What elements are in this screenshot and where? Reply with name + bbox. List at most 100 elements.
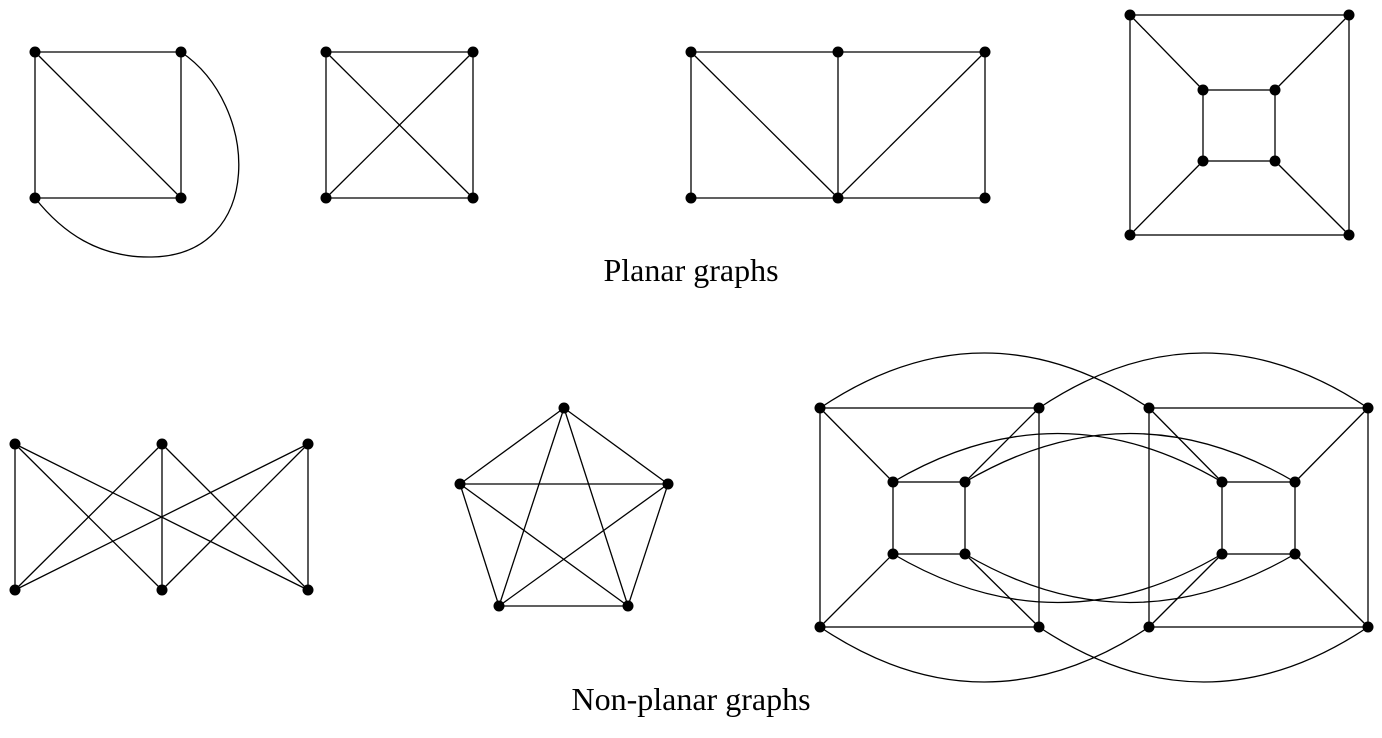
connecting-arc: [819, 352, 1150, 409]
planar-two-triangles-strip: [685, 46, 991, 204]
vertex: [1216, 476, 1228, 488]
vertex: [1033, 402, 1045, 414]
edge: [34, 51, 182, 199]
vertex: [302, 584, 314, 596]
vertex: [454, 478, 466, 490]
edge: [964, 407, 1040, 483]
edge: [161, 443, 309, 591]
vertex: [1124, 229, 1136, 241]
vertex: [29, 46, 41, 58]
edge: [627, 483, 669, 607]
vertex: [1124, 9, 1136, 21]
inner-square: [1221, 481, 1296, 555]
edge: [563, 407, 669, 485]
vertex: [175, 192, 187, 204]
vertex: [622, 600, 634, 612]
connecting-arc: [892, 432, 1223, 483]
connecting-arc: [1038, 352, 1369, 409]
vertex: [1216, 548, 1228, 560]
edge: [459, 483, 629, 607]
vertex: [1343, 229, 1355, 241]
vertex: [156, 438, 168, 450]
edge: [1294, 553, 1369, 628]
vertex: [156, 584, 168, 596]
vertex: [1197, 155, 1209, 167]
edge: [1148, 407, 1223, 483]
planar-graphs-caption: Planar graphs: [603, 252, 779, 288]
vertex: [1269, 155, 1281, 167]
edge: [498, 407, 565, 607]
vertex: [1289, 476, 1301, 488]
non-planar-graphs-caption: Non-planar graphs: [571, 681, 811, 717]
vertex: [979, 192, 991, 204]
edge: [1274, 14, 1350, 91]
curved-edge: [34, 51, 240, 258]
edge: [14, 443, 163, 591]
connecting-arc: [1038, 626, 1369, 683]
planar-k4-crossed: [320, 46, 479, 204]
vertex: [320, 46, 332, 58]
vertex: [887, 476, 899, 488]
outer-square: [1129, 14, 1350, 236]
vertex: [9, 438, 21, 450]
vertex: [1269, 84, 1281, 96]
nonplanar-k5: [454, 402, 674, 612]
vertex: [1033, 621, 1045, 633]
vertex: [467, 46, 479, 58]
vertex: [175, 46, 187, 58]
edge: [1129, 14, 1204, 91]
vertex: [832, 46, 844, 58]
vertex: [814, 621, 826, 633]
vertex: [1143, 621, 1155, 633]
inner-square: [892, 481, 966, 555]
vertex: [302, 438, 314, 450]
edge: [563, 407, 629, 607]
edge: [690, 51, 839, 199]
edge: [964, 553, 1040, 628]
vertex: [9, 584, 21, 596]
connecting-arc: [964, 432, 1296, 483]
edge: [819, 407, 894, 483]
nonplanar-double-cube: [814, 352, 1374, 683]
edge: [819, 553, 894, 628]
vertex: [662, 478, 674, 490]
planar-k4-curved: [29, 46, 240, 258]
vertex: [1143, 402, 1155, 414]
connecting-arc: [892, 553, 1223, 604]
edge: [459, 483, 500, 607]
vertex: [29, 192, 41, 204]
vertex: [832, 192, 844, 204]
edge: [1274, 160, 1350, 236]
vertex: [959, 548, 971, 560]
vertex: [320, 192, 332, 204]
outer-square: [819, 407, 1040, 628]
edge: [459, 407, 565, 485]
edge: [837, 51, 986, 199]
edge: [14, 443, 309, 591]
vertex: [814, 402, 826, 414]
vertex: [959, 476, 971, 488]
vertex: [467, 192, 479, 204]
edge: [1129, 160, 1204, 236]
edge: [1148, 553, 1223, 628]
vertex: [685, 46, 697, 58]
vertex: [1343, 9, 1355, 21]
vertex: [887, 548, 899, 560]
vertex: [1197, 84, 1209, 96]
planar-cube: [1124, 9, 1355, 241]
vertex: [1362, 402, 1374, 414]
nonplanar-k33: [9, 438, 314, 596]
connecting-arc: [819, 626, 1150, 683]
vertex: [979, 46, 991, 58]
edge: [325, 51, 474, 199]
vertex: [685, 192, 697, 204]
vertex: [558, 402, 570, 414]
outer-square: [1148, 407, 1369, 628]
vertex: [493, 600, 505, 612]
vertex: [1362, 621, 1374, 633]
inner-square: [1202, 89, 1276, 162]
vertex: [1289, 548, 1301, 560]
edge: [498, 483, 669, 607]
connecting-arc: [964, 553, 1296, 604]
